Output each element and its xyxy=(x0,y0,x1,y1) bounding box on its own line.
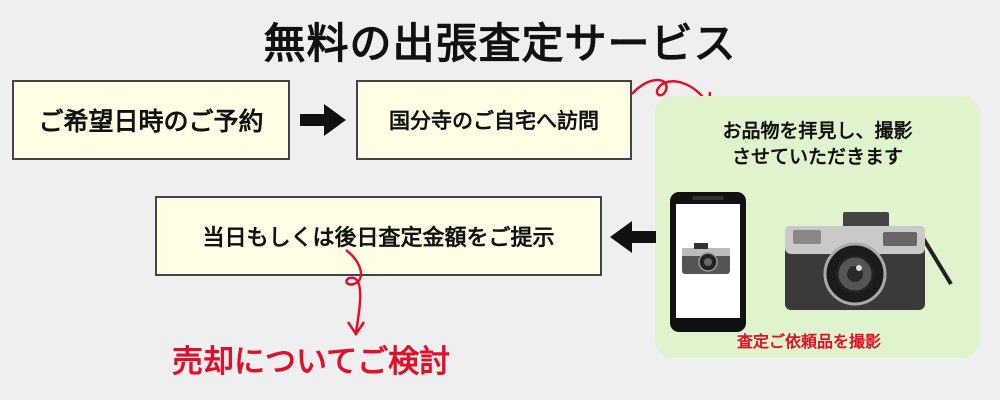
page-title: 無料の出張査定サービス xyxy=(263,19,737,68)
photo-step-line1: お品物を拝見し、撮影 xyxy=(722,120,913,142)
consider-sale-text: 売却についてご検討 xyxy=(172,344,451,380)
step-present-box: 当日もしくは後日査定金額をご提示 xyxy=(155,196,602,276)
photo-step-panel: お品物を拝見し、撮影 させていただきます 査定ご依頼品を撮影 xyxy=(655,96,980,358)
step-present-label: 当日もしくは後日査定金額をご提示 xyxy=(202,226,555,251)
camera-icon xyxy=(682,243,730,274)
arrow-right-icon xyxy=(300,104,346,136)
step-visit-box: 国分寺のご自宅へ訪問 xyxy=(356,80,632,160)
step-reserve-label: ご希望日時のご予約 xyxy=(38,107,264,136)
curved-arrow-icon xyxy=(345,249,366,337)
arrow-left-icon xyxy=(610,221,656,253)
camera-icon xyxy=(785,212,953,310)
photo-caption: 査定ご依頼品を撮影 xyxy=(737,332,882,351)
smartphone-icon xyxy=(670,192,746,332)
step-visit-label: 国分寺のご自宅へ訪問 xyxy=(389,109,599,133)
photo-step-line2: させていただきます xyxy=(731,146,903,168)
step-reserve-box: ご希望日時のご予約 xyxy=(12,80,290,160)
